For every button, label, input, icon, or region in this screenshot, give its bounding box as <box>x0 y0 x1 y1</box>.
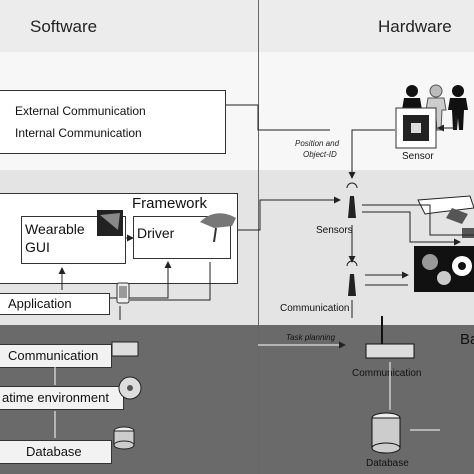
base-communication-label: Communication <box>8 348 99 363</box>
robot-gears-icon <box>414 246 474 292</box>
runtime-environment-label: atime environment <box>2 390 109 405</box>
hardware-header: Hardware <box>378 17 452 36</box>
application-label: Application <box>8 296 72 311</box>
hw-communication-label: Communication <box>280 303 350 314</box>
framework-title: Framework <box>132 195 208 212</box>
hardware-edge-tile <box>462 228 474 238</box>
object-id-label: Object-ID <box>303 150 337 159</box>
software-header: Software <box>30 17 98 36</box>
driver-tool-icon <box>200 213 236 243</box>
smart-glasses-icon <box>417 195 474 224</box>
driver-label: Driver <box>137 225 175 241</box>
base-communication-box <box>0 344 112 368</box>
communication-box <box>0 90 226 154</box>
sensor-chip-icon <box>395 107 437 149</box>
database-label: Database <box>26 444 82 459</box>
runtime-disc-icon <box>118 376 142 400</box>
base-corner-label: Ba <box>460 331 474 348</box>
internal-communication-label: Internal Communication <box>15 126 142 140</box>
sensor-label: Sensor <box>402 151 434 162</box>
sensor-antenna-icon <box>346 182 358 218</box>
wearable-label: Wearable <box>25 221 85 237</box>
router-icon <box>111 341 139 357</box>
base-hw-database-label: Database <box>366 458 409 469</box>
task-planning-label: Task planning <box>286 333 336 342</box>
hw-database-icon <box>371 412 401 454</box>
external-communication-label: External Communication <box>15 104 146 118</box>
base-hw-communication-label: Communication <box>352 368 422 379</box>
comm-antenna-icon <box>346 260 358 296</box>
database-box <box>0 440 112 464</box>
runtime-environment-box <box>0 386 124 410</box>
application-box <box>0 293 110 315</box>
column-divider <box>258 0 259 474</box>
phone-icon <box>116 282 130 304</box>
position-label: Position and <box>295 139 340 148</box>
database-disc-icon <box>113 426 135 450</box>
sensors-label: Sensors <box>316 225 353 236</box>
gui-label: GUI <box>25 239 50 255</box>
hw-router-icon <box>365 316 415 359</box>
